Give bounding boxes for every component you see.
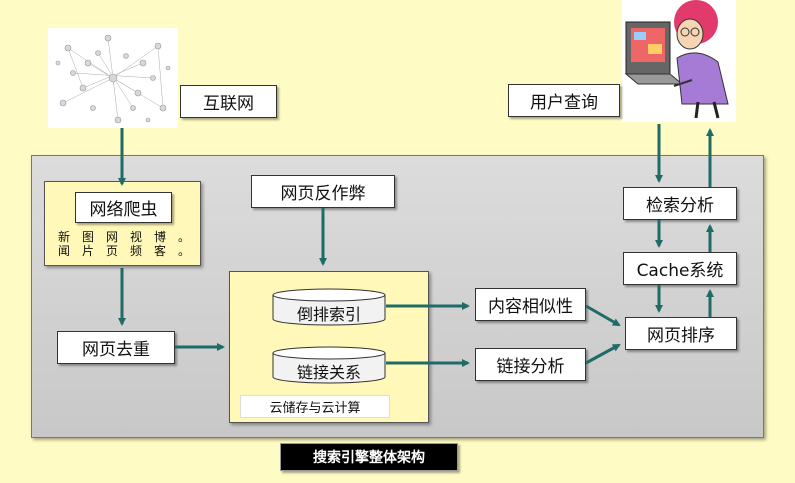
crawler-content-types: 新图网视博。 闻片页频客。 [52,230,196,258]
cylinder-shape [272,346,386,384]
link-relation-label: 链接关系 [296,363,361,382]
diagram-caption: 搜索引擎整体架构 [280,443,458,471]
internet-graph-image [48,28,178,128]
internet-box: 互联网 [180,85,277,118]
arrow-similarity-to-ranking [585,304,621,327]
inverted-index-label: 倒排索引 [296,305,361,324]
link-analysis-box: 链接分析 [475,348,586,381]
cache-system-box: Cache系统 [623,252,737,285]
crawler-box: 网络爬虫 [75,192,172,223]
page-ranking-box: 网页排序 [625,317,737,350]
content-similarity-box: 内容相似性 [475,288,586,321]
crawler-row-2: 闻片页频客。 [57,244,190,258]
dedup-box: 网页去重 [57,331,175,364]
cylinder-shape [272,288,386,326]
retrieval-analysis-box: 检索分析 [623,187,737,220]
user-computer-image [622,0,736,122]
cloud-storage-box: 云储存与云计算 [240,395,390,418]
arrow-linkanalysis-to-ranking [585,343,621,365]
inverted-index-cylinder: 倒排索引 [272,288,386,326]
user-query-box: 用户查询 [508,84,620,117]
crawler-row-1: 新图网视博。 [57,230,190,244]
anti-spam-box: 网页反作弊 [251,175,395,208]
link-relation-cylinder: 链接关系 [272,346,386,384]
